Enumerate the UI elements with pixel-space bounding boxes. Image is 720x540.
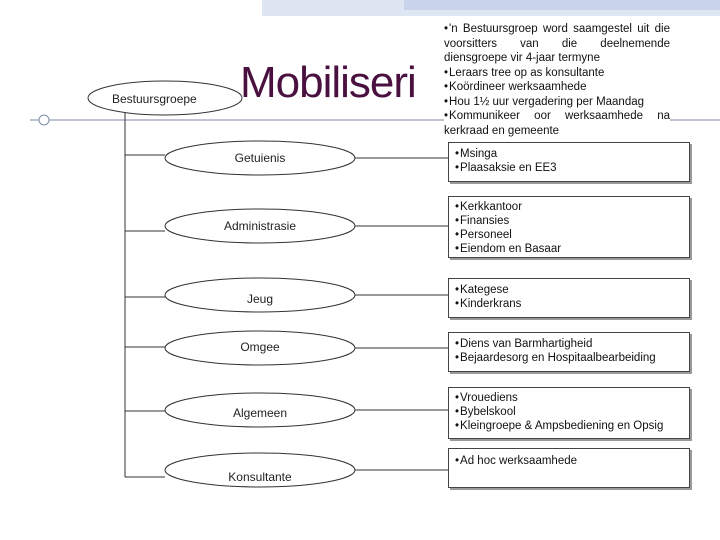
root-note: Koördineer werksaamhede <box>444 80 670 95</box>
root-note: Kommunikeer oor werksaamhede na kerkraad… <box>444 109 670 138</box>
root-note: 'n Bestuursgroep word saamgestel uit die… <box>444 22 670 66</box>
root-notes-box: 'n Bestuursgroep word saamgestel uit die… <box>444 22 670 138</box>
group-ellipse <box>164 140 356 176</box>
group-ellipse <box>164 208 356 244</box>
detail-box-konsultante: Ad hoc werksaamhede <box>448 448 690 488</box>
detail-item: Vrouediens <box>455 391 683 405</box>
detail-box-omgee: Diens van Barmhartigheid Bejaardesorg en… <box>448 332 690 372</box>
detail-item: Finansies <box>455 214 683 228</box>
detail-box-jeug: Kategese Kinderkrans <box>448 278 690 318</box>
root-note: Hou 1½ uur vergadering per Maandag <box>444 95 670 110</box>
group-label-konsultante: Konsultante <box>228 470 292 484</box>
detail-item: Kerkkantoor <box>455 200 683 214</box>
group-label-getuienis: Getuienis <box>234 151 286 165</box>
detail-box-getuienis: Msinga Plaasaksie en EE3 <box>448 142 690 182</box>
detail-box-algemeen: Vrouediens Bybelskool Kleingroepe & Amps… <box>448 387 690 439</box>
detail-item: Bybelskool <box>455 405 683 419</box>
group-ellipse <box>164 330 356 366</box>
detail-item: Kleingroepe & Ampsbediening en Opsig <box>455 419 683 433</box>
detail-item: Eiendom en Basaar <box>455 242 683 256</box>
group-label-administrasie: Administrasie <box>223 219 297 233</box>
accent-bar-dark <box>404 0 720 10</box>
detail-box-administrasie: Kerkkantoor Finansies Personeel Eiendom … <box>448 196 690 258</box>
group-ellipse <box>164 452 356 488</box>
divider-bullet <box>38 114 50 126</box>
group-ellipse <box>164 392 356 428</box>
detail-item: Msinga <box>455 147 683 161</box>
root-ellipse <box>87 80 243 116</box>
group-ellipse <box>164 277 356 313</box>
root-note: Leraars tree op as konsultante <box>444 66 670 81</box>
group-label-jeug: Jeug <box>246 292 274 306</box>
detail-item: Bejaardesorg en Hospitaalbearbeiding <box>455 351 683 365</box>
root-node-label: Bestuursgroepe <box>112 92 197 106</box>
group-label-algemeen: Algemeen <box>232 406 288 420</box>
group-label-omgee: Omgee <box>240 340 280 354</box>
slide-title: Mobiliseri <box>240 58 417 107</box>
detail-item: Ad hoc werksaamhede <box>455 454 683 468</box>
detail-item: Plaasaksie en EE3 <box>455 161 683 175</box>
detail-item: Diens van Barmhartigheid <box>455 337 683 351</box>
detail-item: Kinderkrans <box>455 297 683 311</box>
detail-item: Personeel <box>455 228 683 242</box>
detail-item: Kategese <box>455 283 683 297</box>
